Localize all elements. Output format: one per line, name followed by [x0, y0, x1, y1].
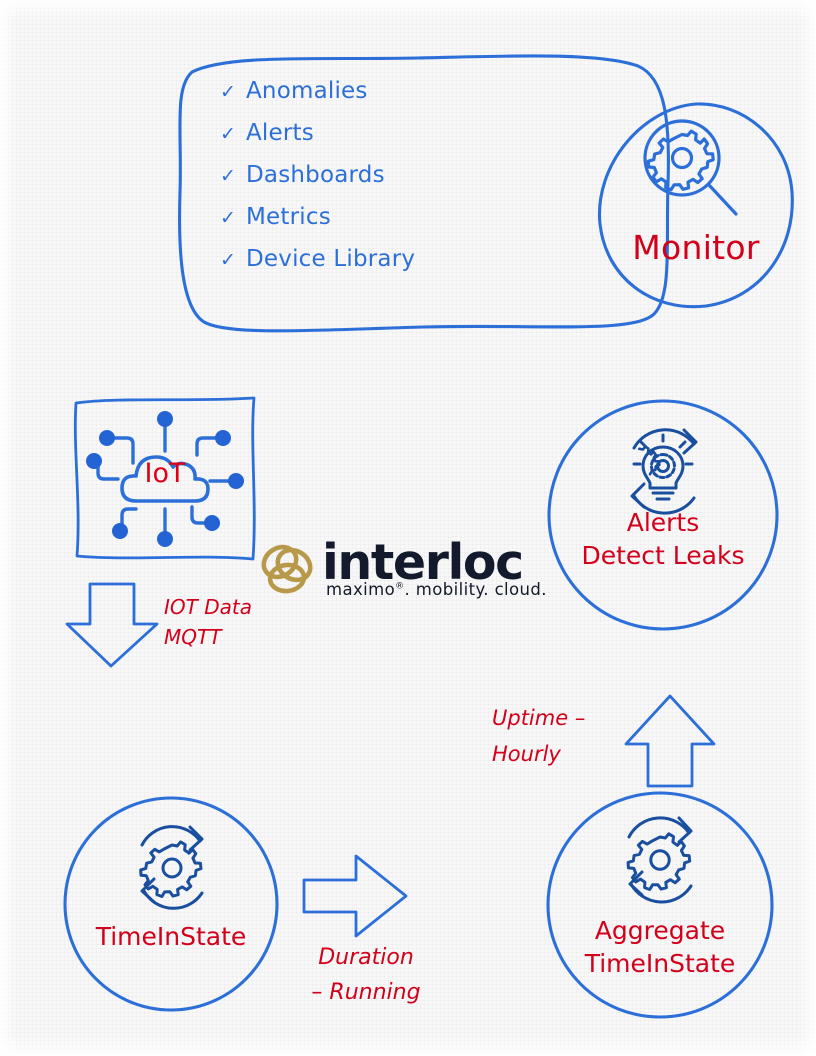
feature-label: Metrics [246, 204, 331, 230]
aggregate-line2: TimeInState [584, 949, 736, 978]
aggregate-circle: Aggregate TimeInState [545, 790, 775, 1020]
check-icon: ✓ [220, 123, 236, 145]
feature-label: Device Library [246, 246, 416, 272]
timeinstate-circle: TimeInState [62, 795, 280, 1013]
check-icon: ✓ [220, 81, 236, 103]
up-arrow [622, 692, 718, 790]
aggregate-line1: Aggregate [594, 916, 726, 945]
list-item: ✓ Anomalies [220, 78, 460, 120]
arrow-right-icon [302, 854, 408, 938]
duration-line1: Duration [318, 945, 414, 970]
list-item: ✓ Dashboards [220, 162, 460, 204]
iot-data-line2: MQTT [164, 625, 222, 649]
down-arrow [62, 580, 162, 670]
aggregate-label: Aggregate TimeInState [545, 914, 775, 980]
monitor-label: Monitor [632, 228, 760, 267]
uptime-caption: Uptime – Hourly [492, 700, 622, 772]
refresh-gear-icon [139, 825, 204, 910]
alerts-line1: Alerts [626, 508, 700, 537]
feature-list: ✓ Anomalies ✓ Alerts ✓ Dashboards ✓ Metr… [220, 78, 460, 288]
uptime-line1: Uptime – [492, 706, 586, 730]
logo-tagline: maximo®. mobility. cloud. [326, 580, 547, 599]
feature-label: Alerts [246, 120, 314, 146]
interlocking-rings-icon [261, 544, 313, 594]
uptime-line2: Hourly [492, 742, 561, 766]
arrow-down-icon [65, 582, 159, 668]
magnifier-gear-icon [643, 119, 738, 216]
alerts-line2: Detect Leaks [581, 541, 745, 570]
logo-tagline-prefix: maximo [326, 580, 396, 599]
duration-caption: Duration – Running [286, 940, 446, 1010]
list-item: ✓ Metrics [220, 204, 460, 246]
alerts-label: Alerts Detect Leaks [546, 506, 780, 572]
registered-mark-icon: ® [395, 581, 405, 592]
alerts-circle: Alerts Detect Leaks [546, 398, 780, 632]
monitor-card: ✓ Anomalies ✓ Alerts ✓ Dashboards ✓ Metr… [168, 44, 794, 344]
timeinstate-label: TimeInState [95, 922, 247, 951]
right-arrow [300, 852, 410, 940]
feature-label: Dashboards [246, 162, 385, 188]
list-item: ✓ Device Library [220, 246, 460, 288]
arrow-up-icon [624, 694, 716, 788]
interloc-logo: interloc maximo®. mobility. cloud. [256, 534, 552, 604]
iot-label: IoT [144, 458, 186, 489]
duration-line2: – Running [311, 980, 421, 1005]
refresh-gear-icon [626, 816, 693, 904]
logo-tagline-suffix: . mobility. cloud. [404, 580, 547, 599]
check-icon: ✓ [220, 249, 236, 271]
monitor-blob: Monitor [596, 100, 796, 312]
feature-label: Anomalies [246, 78, 368, 104]
check-icon: ✓ [220, 165, 236, 187]
list-item: ✓ Alerts [220, 120, 460, 162]
check-icon: ✓ [220, 207, 236, 229]
iot-box: IoT [70, 393, 260, 565]
